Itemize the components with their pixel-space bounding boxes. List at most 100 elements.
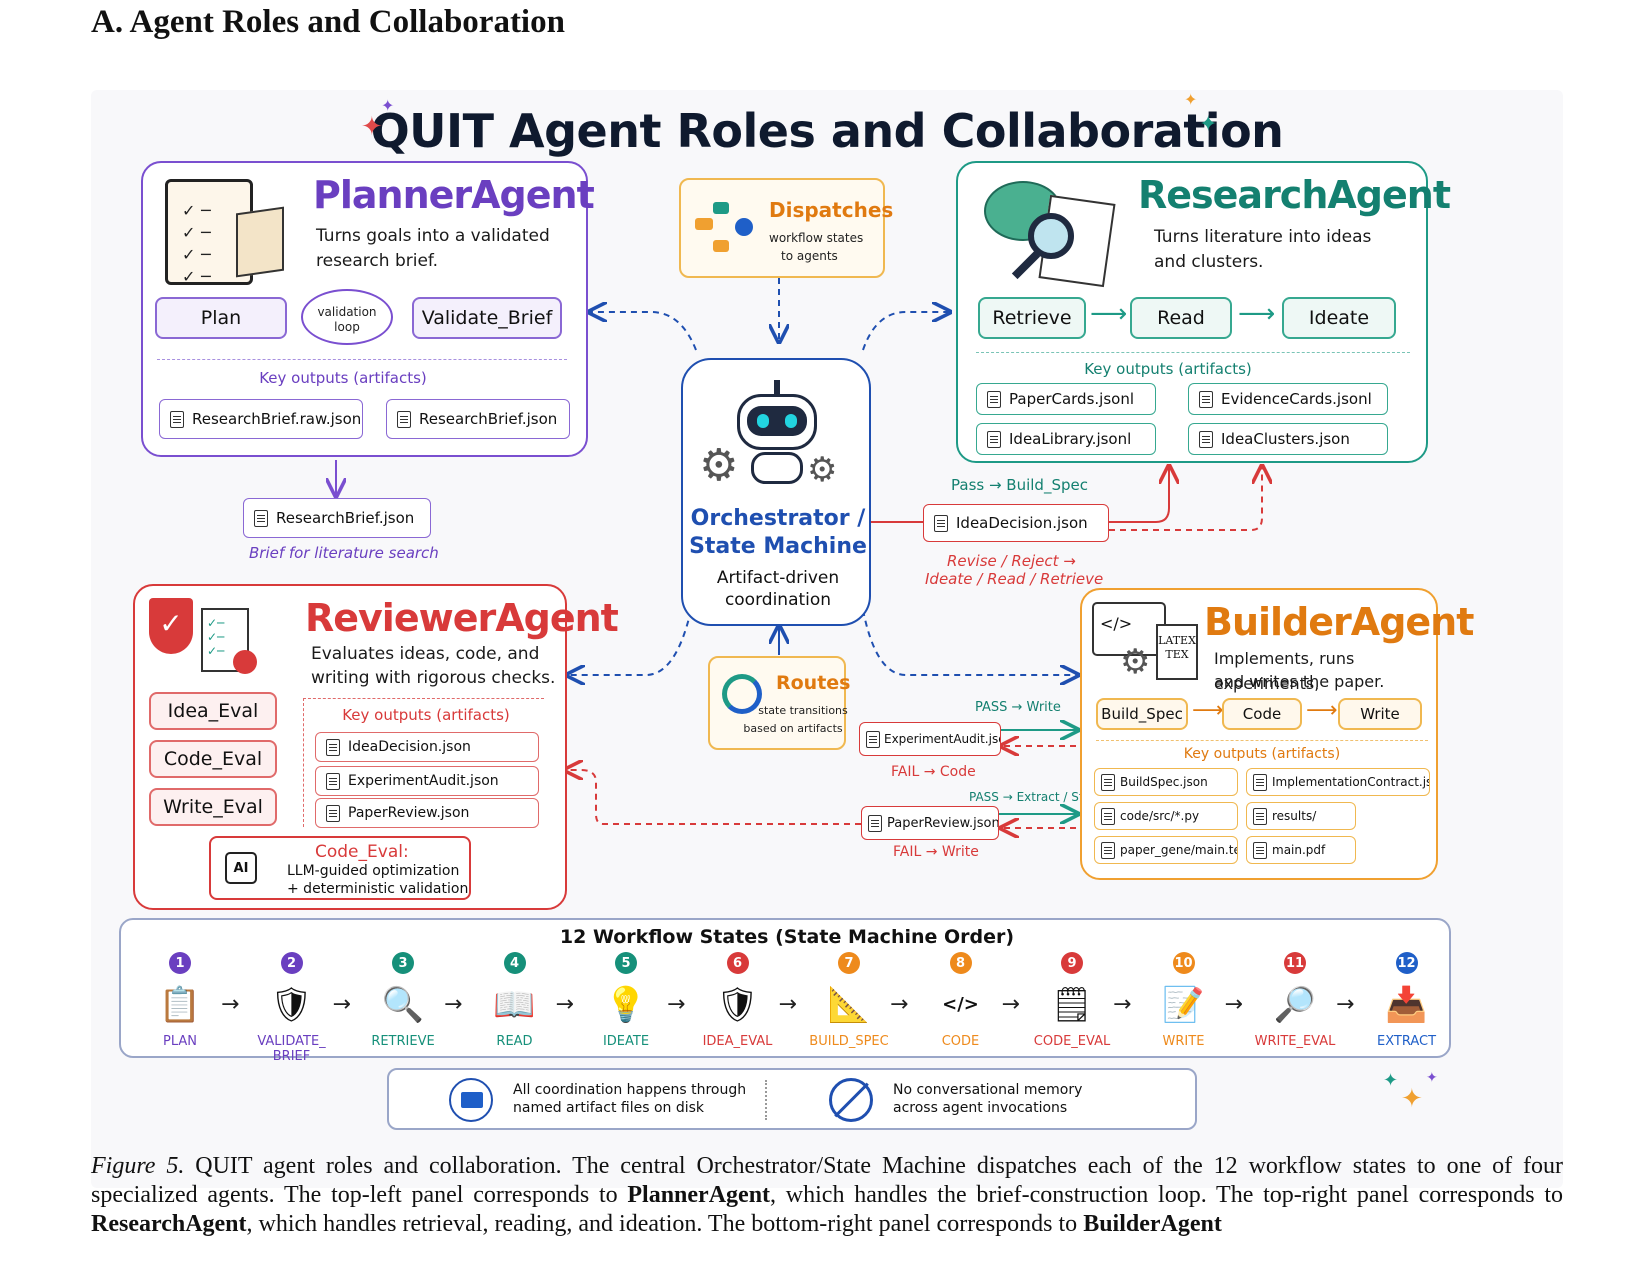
code-eval-step: Code_Eval [149, 740, 277, 778]
orchestrator-title-line2: State Machine [689, 534, 867, 559]
file-icon [1253, 841, 1267, 859]
state-name: IDEA_EVAL [702, 1034, 773, 1049]
state-name: READ [496, 1034, 533, 1049]
shield-checklist-icon: ✓ ✓─✓─✓─ [149, 598, 265, 688]
research-output-file: PaperCards.jsonl [976, 383, 1156, 415]
state-name: WRITE_EVAL [1254, 1034, 1336, 1049]
file-label: IdeaClusters.json [1221, 430, 1350, 448]
file-label: ImplementationContract.json [1272, 775, 1430, 789]
file-label: code/src/*.py [1120, 809, 1200, 823]
write-step: Write [1338, 698, 1422, 730]
inbox-download-icon: 📥 [1385, 985, 1428, 1025]
brain-magnifier-icon [984, 181, 1116, 291]
file-icon [326, 804, 340, 822]
file-label: ExperimentAudit.json [348, 773, 499, 789]
state-number: 1 [169, 952, 191, 974]
read-step: Read [1130, 297, 1232, 339]
arrow-icon: ⟶ [1306, 698, 1338, 723]
arrow-icon: → [890, 992, 909, 1017]
state-number: 6 [726, 952, 749, 974]
workflow-title: 12 Workflow States (State Machine Order) [559, 926, 1015, 948]
section-title: A. Agent Roles and Collaboration [91, 4, 565, 40]
orchestrator-desc-line1: Artifact-driven [716, 568, 840, 588]
reviewer-title: ReviewerAgent [305, 596, 619, 640]
sparkle-icon: ✦ [361, 112, 383, 142]
file-icon [868, 814, 882, 832]
no-chat-icon [829, 1078, 873, 1122]
file-label: BuildSpec.json [1120, 775, 1208, 789]
file-label: ExperimentAudit.json [884, 732, 1001, 746]
validation-loop-arrows [301, 289, 393, 345]
builder-desc-line1: Implements, runs experiments, [1214, 649, 1355, 693]
ideate-step: Ideate [1282, 297, 1396, 339]
state-name: RETRIEVE [371, 1034, 435, 1049]
coordination-notes: All coordination happens through named a… [387, 1068, 1197, 1130]
planner-key-outputs: Key outputs (artifacts) [259, 369, 427, 387]
workflow-state: 8</>CODE [916, 952, 1006, 1049]
file-label: PaperCards.jsonl [1009, 390, 1134, 408]
research-desc-line2: and clusters. [1154, 252, 1264, 272]
checklist-icon: 🗒 [1050, 985, 1094, 1025]
audit-pass-label: PASS → Write [975, 700, 1061, 715]
workflow-states-panel: 12 Workflow States (State Machine Order)… [119, 918, 1451, 1064]
folder-icon [449, 1078, 493, 1122]
file-icon [397, 410, 411, 428]
state-number: 7 [838, 952, 860, 974]
research-desc-line1: Turns literature into ideas [1154, 227, 1372, 247]
file-icon [1199, 430, 1213, 448]
sparkle-icon: ✦ [1426, 1070, 1438, 1086]
note2-line1: No conversational memory [893, 1082, 1083, 1098]
file-label: ResearchBrief.json [276, 509, 415, 527]
file-label: IdeaDecision.json [956, 514, 1088, 532]
research-output-file: EvidenceCards.jsonl [1188, 383, 1388, 415]
figure-canvas: QUIT Agent Roles and Collaboration ✦ ✦ ✦… [91, 90, 1563, 1188]
workflow-state: 1 📋 PLAN [135, 952, 225, 1049]
state-name: PLAN [163, 1034, 197, 1049]
state-number: 11 [1284, 952, 1306, 974]
write-eval-step: Write_Eval [149, 788, 277, 826]
ai-label: AI [233, 860, 249, 876]
state-number: 4 [503, 952, 526, 974]
arrow-icon: ⟶ [1238, 299, 1276, 329]
workflow-state: 10📝WRITE [1139, 952, 1229, 1049]
file-icon [1199, 390, 1213, 408]
builder-title: BuilderAgent [1204, 600, 1474, 644]
idea-revise-line2: Ideate / Read / Retrieve [925, 570, 1104, 588]
magnifier-icon: 🔍 [381, 985, 425, 1025]
arrow-icon: → [332, 992, 351, 1017]
blueprint-icon: 📐 [827, 985, 871, 1025]
orchestrator-title-line1: Orchestrator / [690, 506, 866, 531]
file-label: paper_gene/main.tex [1120, 843, 1238, 857]
state-number: 3 [392, 952, 414, 974]
clipboard-icon: 📋 [158, 985, 202, 1025]
ai-chip-icon: AI [225, 852, 257, 884]
file-icon [170, 410, 184, 428]
arrow-icon: → [555, 992, 574, 1017]
planner-output-file: ResearchBrief.json [386, 399, 570, 439]
file-label: IdeaLibrary.jsonl [1009, 430, 1132, 448]
file-icon [866, 730, 880, 748]
dispatch-box: Dispatches workflow states to agents [679, 178, 893, 278]
planner-title: PlannerAgent [313, 173, 595, 217]
caption-text3: , which handles retrieval, reading, and … [246, 1211, 1084, 1237]
code-eval-note-title: Code_Eval: [315, 842, 409, 862]
routes-box: Routes state transitions based on artifa… [708, 656, 851, 750]
arrow-icon: → [1113, 992, 1132, 1017]
shield-check-icon: 🛡 [269, 985, 314, 1025]
file-icon [987, 390, 1001, 408]
builder-output-file: BuildSpec.json [1094, 768, 1238, 796]
review-pass-label: PASS → Extract / Stop [969, 790, 1099, 804]
caption-label: Figure 5. [91, 1153, 185, 1179]
handoff-note: Brief for literature search [249, 544, 439, 562]
idea-decision-file: IdeaDecision.json [923, 504, 1109, 542]
file-label: ResearchBrief.raw.json [192, 410, 362, 428]
sparkle-icon: ✦ [1184, 90, 1198, 109]
file-label: PaperReview.json [348, 805, 470, 821]
sparkle-icon: ✦ [1401, 1084, 1423, 1114]
gear-icon: ⚙ [699, 440, 739, 491]
pencil-doc-icon: 📝 [1162, 985, 1205, 1025]
dispatch-line2: to agents [781, 249, 838, 263]
builder-output-file: main.pdf [1246, 836, 1356, 864]
idea-pass-label: Pass → Build_Spec [951, 476, 1088, 494]
loop-label-line1: validation [317, 305, 377, 319]
